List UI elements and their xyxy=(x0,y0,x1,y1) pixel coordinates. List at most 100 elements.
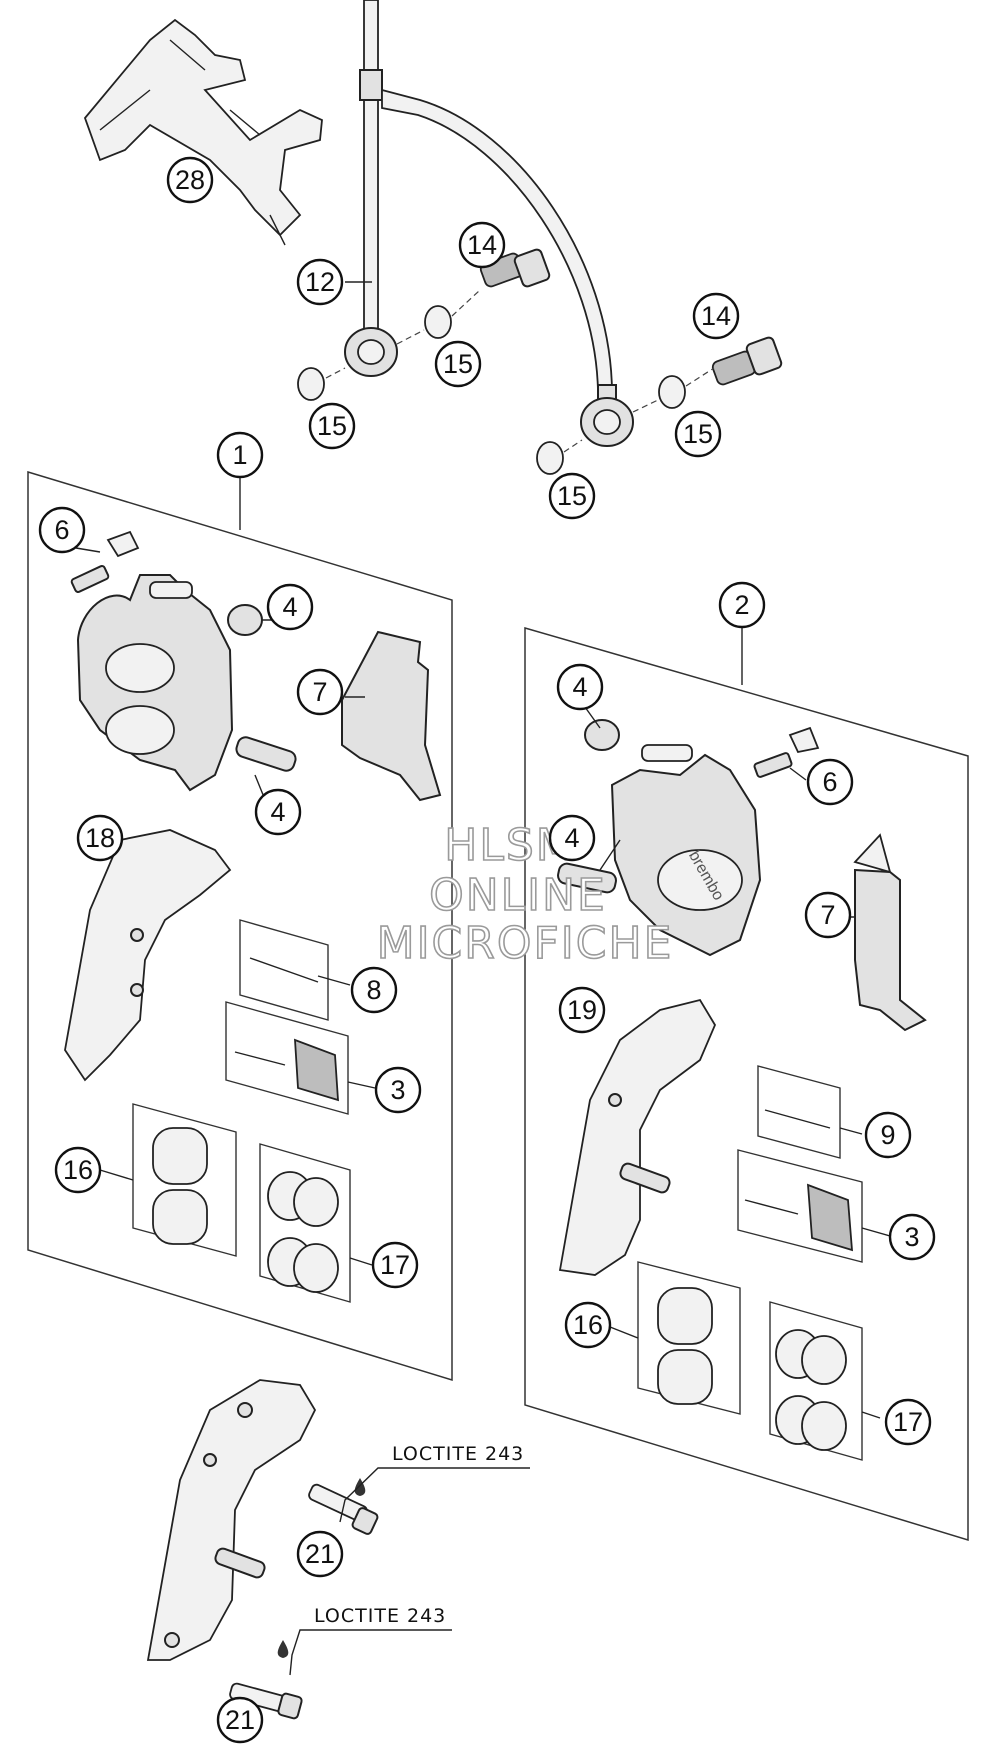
callout-7-left: 7 xyxy=(296,668,344,716)
caliper-support-18 xyxy=(64,829,232,1082)
callout-7-right-label: 7 xyxy=(820,900,835,930)
callout-21-upper-label: 21 xyxy=(305,1539,335,1569)
callout-15-a: 15 xyxy=(308,402,356,450)
pin-kit-box-9 xyxy=(757,1065,841,1159)
pad-spring-kit-box-3-left xyxy=(225,1001,349,1115)
callout-17-right: 17 xyxy=(884,1398,932,1446)
seal-box-17-right xyxy=(769,1301,863,1461)
callout-4-c-label: 4 xyxy=(572,672,587,702)
callout-16-left: 16 xyxy=(54,1146,102,1194)
callout-15-d-label: 15 xyxy=(683,419,713,449)
callout-2: 2 xyxy=(718,581,766,629)
callout-16-right-label: 16 xyxy=(573,1310,603,1340)
brake-pad-right xyxy=(853,833,927,1032)
banjo-fitting-left xyxy=(344,327,398,377)
callout-7-right: 7 xyxy=(804,891,852,939)
callout-15-a-label: 15 xyxy=(317,411,347,441)
banjo-bolt-right xyxy=(711,336,783,386)
callout-4-a: 4 xyxy=(266,583,314,631)
sealing-washer-3 xyxy=(536,441,564,475)
banjo-fitting-right xyxy=(580,397,634,447)
guide-pin-boot-right xyxy=(584,719,620,751)
bleeder-screw-right xyxy=(753,726,820,778)
callout-19-label: 19 xyxy=(567,995,597,1025)
mounting-bolt-upper xyxy=(308,1483,379,1535)
callout-14-right-label: 14 xyxy=(701,301,731,331)
callout-4-b: 4 xyxy=(254,788,302,836)
callout-14-left-label: 14 xyxy=(467,230,497,260)
callout-18-label: 18 xyxy=(85,823,115,853)
watermark-line-2: ONLINE xyxy=(429,870,607,921)
caliper-body-right: brembo xyxy=(610,744,762,957)
callout-17-right-label: 17 xyxy=(893,1407,923,1437)
brake-line-holder xyxy=(83,18,323,237)
callout-28: 28 xyxy=(166,156,214,204)
callout-6-right-label: 6 xyxy=(822,767,837,797)
loctite-drop-icon-upper xyxy=(354,1478,366,1496)
callout-9-label: 9 xyxy=(880,1120,895,1150)
callout-15-c: 15 xyxy=(548,472,596,520)
callout-7-left-label: 7 xyxy=(312,677,327,707)
callout-8-label: 8 xyxy=(366,975,381,1005)
callout-17-left-label: 17 xyxy=(380,1250,410,1280)
caliper-kit-panel-right xyxy=(524,627,969,1542)
pad-spring-kit-box-3-right xyxy=(737,1149,863,1263)
callout-3-right-label: 3 xyxy=(904,1222,919,1252)
callout-21-lower: 21 xyxy=(216,1696,264,1744)
callout-18: 18 xyxy=(76,814,124,862)
sealing-washer-4 xyxy=(658,375,686,409)
callout-8: 8 xyxy=(350,966,398,1014)
callout-15-b-label: 15 xyxy=(443,349,473,379)
mounting-bolt-lower xyxy=(229,1682,303,1720)
watermark-line-3: MICROFICHE xyxy=(377,918,674,969)
guide-pin-right xyxy=(557,862,617,894)
loctite-drop-icon-lower xyxy=(277,1640,289,1658)
callout-19: 19 xyxy=(558,986,606,1034)
callout-3-left-label: 3 xyxy=(390,1075,405,1105)
caliper-body-left xyxy=(76,574,234,792)
callout-14-right: 14 xyxy=(692,292,740,340)
seal-box-17-left xyxy=(259,1143,351,1303)
callout-15-b: 15 xyxy=(434,340,482,388)
brake-pad-left xyxy=(341,630,442,802)
callout-3-right: 3 xyxy=(888,1213,936,1261)
callout-2-label: 2 xyxy=(734,590,749,620)
callout-9: 9 xyxy=(864,1111,912,1159)
callout-6-left-label: 6 xyxy=(54,515,69,545)
loctite-label-lower: LOCTITE 243 xyxy=(314,1605,446,1627)
sealing-washer-1 xyxy=(297,367,325,401)
pin-kit-box-8 xyxy=(239,919,329,1021)
callout-4-b-label: 4 xyxy=(270,797,285,827)
loctite-label-upper: LOCTITE 243 xyxy=(392,1443,524,1465)
callout-4-d-label: 4 xyxy=(564,823,579,853)
callout-21-upper: 21 xyxy=(296,1530,344,1578)
callout-6-right: 6 xyxy=(806,758,854,806)
callout-15-c-label: 15 xyxy=(557,481,587,511)
caliper-support-lower xyxy=(146,1379,317,1661)
callout-16-right: 16 xyxy=(564,1301,612,1349)
caliper-kit-panel-left xyxy=(27,470,453,1382)
callout-28-label: 28 xyxy=(175,165,205,195)
sealing-washer-2 xyxy=(424,305,452,339)
callout-15-d: 15 xyxy=(674,410,722,458)
callout-16-left-label: 16 xyxy=(63,1155,93,1185)
callout-4-a-label: 4 xyxy=(282,592,297,622)
callout-14-left: 14 xyxy=(458,221,506,269)
caliper-support-19 xyxy=(558,998,717,1276)
piston-box-16-left xyxy=(132,1103,237,1257)
guide-pin-left xyxy=(235,736,297,772)
callout-4-d: 4 xyxy=(548,814,596,862)
callout-12-label: 12 xyxy=(305,267,335,297)
callout-1-label: 1 xyxy=(232,440,247,470)
callout-6-left: 6 xyxy=(38,506,86,554)
callout-4-c: 4 xyxy=(556,663,604,711)
callout-3-left: 3 xyxy=(374,1066,422,1114)
bleeder-screw-left xyxy=(70,530,140,593)
callout-21-lower-label: 21 xyxy=(225,1705,255,1735)
piston-box-16-right xyxy=(637,1261,741,1415)
callout-1: 1 xyxy=(216,431,264,479)
callout-17-left: 17 xyxy=(371,1241,419,1289)
guide-pin-boot-left xyxy=(227,604,263,636)
callout-12: 12 xyxy=(296,258,344,306)
